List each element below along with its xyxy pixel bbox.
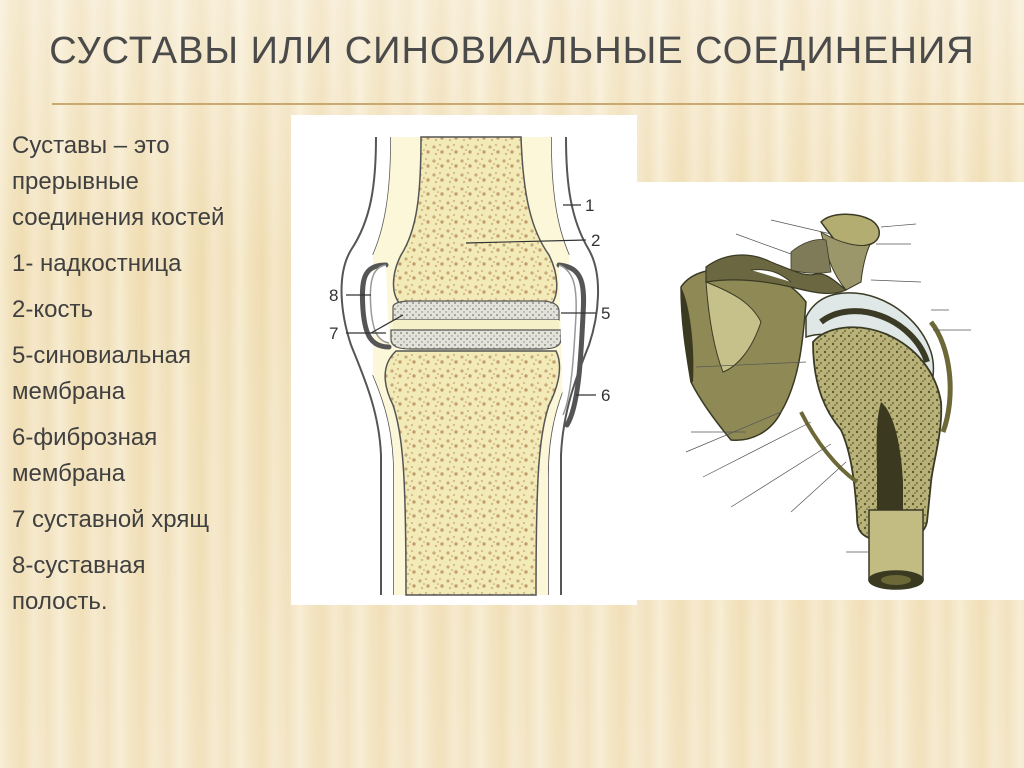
slide-title: СУСТАВЫ ИЛИ СИНОВИАЛЬНЫЕ СОЕДИНЕНИЯ	[49, 30, 975, 72]
legend-item-6: 6-фиброзная	[12, 424, 158, 451]
title-divider	[52, 103, 1024, 105]
legend-item-5: 5-синовиальная	[12, 342, 191, 369]
legend-item-8: 8-суставная	[12, 552, 146, 579]
legend-item-1: 1- надкостница	[12, 250, 182, 277]
lower-bone	[384, 350, 561, 596]
shoulder-joint-illustration-panel	[631, 182, 1024, 600]
description-text: Суставы – это прерывные соединения косте…	[12, 128, 297, 620]
joint-diagram: 1 2 5 6 7 8	[329, 136, 610, 596]
label-2: 2	[591, 231, 600, 250]
joint-diagram-panel: 1 2 5 6 7 8	[291, 115, 637, 605]
label-5: 5	[601, 304, 610, 323]
legend-item-7: 7 суставной хрящ	[12, 506, 210, 533]
label-8: 8	[329, 286, 338, 305]
legend-item-8-cont: полость.	[12, 588, 108, 615]
lower-cartilage	[390, 329, 562, 350]
label-6: 6	[601, 386, 610, 405]
label-1: 1	[585, 196, 594, 215]
label-7: 7	[329, 324, 338, 343]
text-line-intro-1: Суставы – это	[12, 132, 170, 159]
legend-item-5-cont: мембрана	[12, 378, 126, 405]
legend-item-6-cont: мембрана	[12, 460, 126, 487]
upper-cartilage	[392, 300, 560, 321]
text-line-intro-3: соединения костей	[12, 204, 225, 231]
shoulder-joint-illustration	[680, 213, 971, 590]
text-line-intro-2: прерывные	[12, 168, 139, 195]
legend-item-2: 2-кость	[12, 296, 93, 323]
